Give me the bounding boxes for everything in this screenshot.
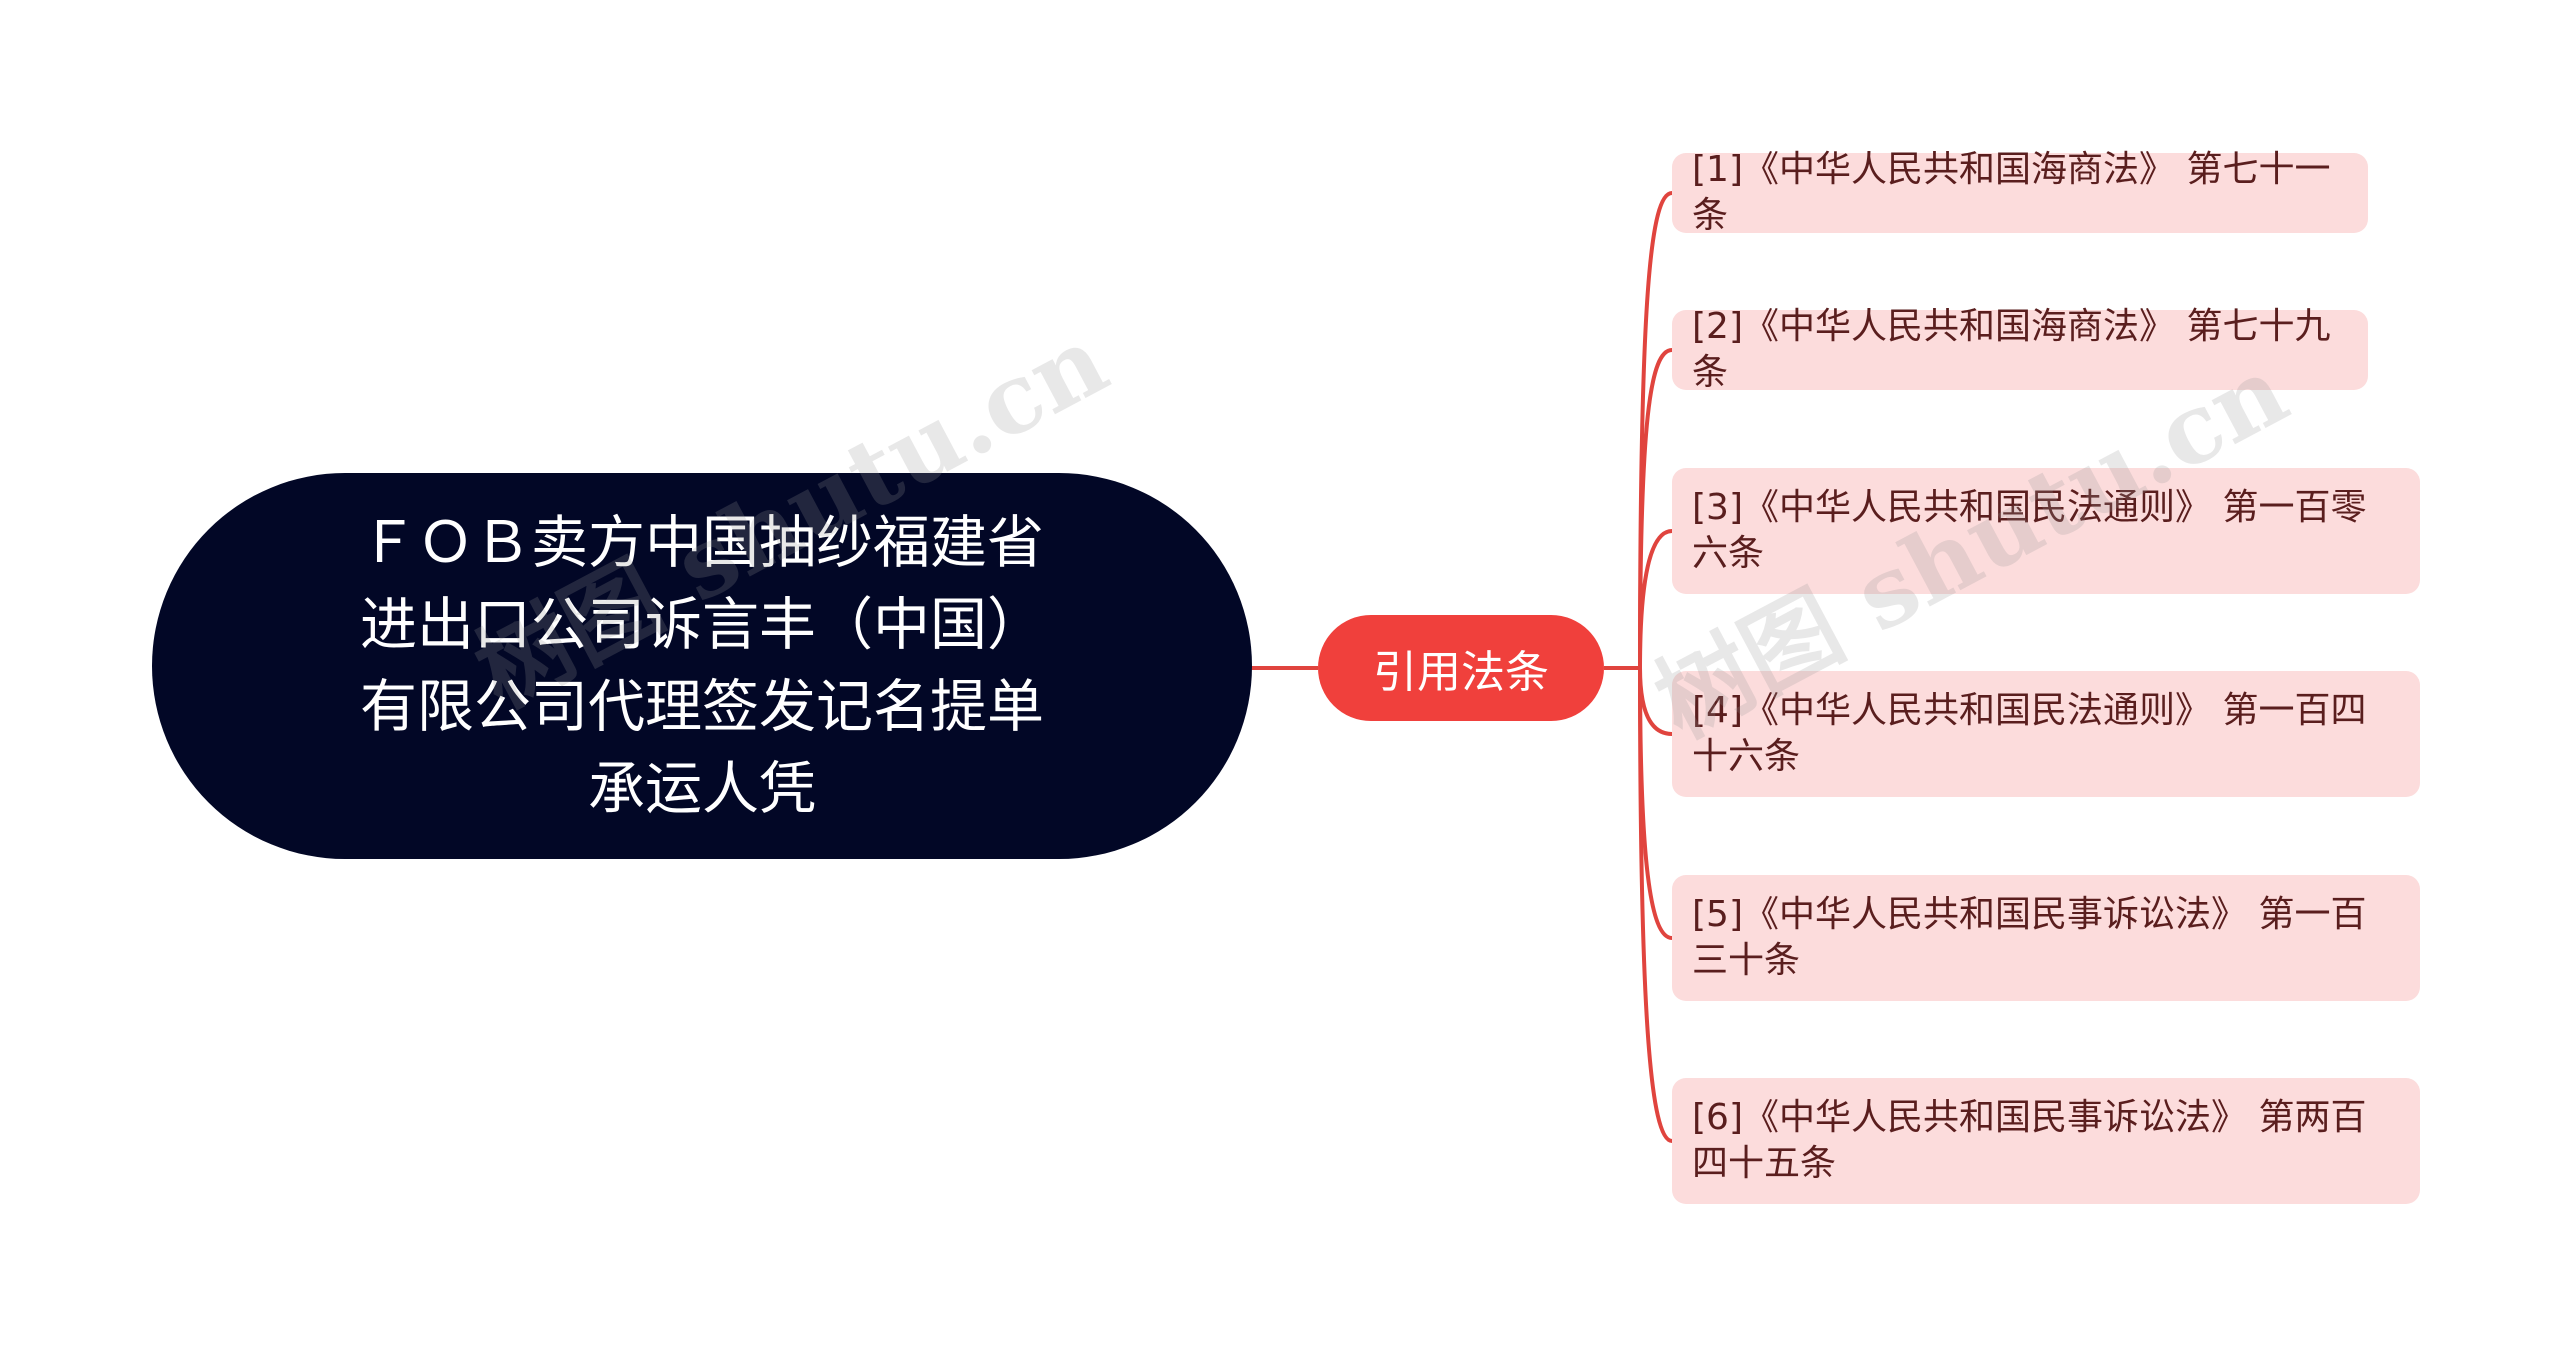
leaf-connector-4 (1638, 667, 1673, 736)
leaf-connector-3 (1638, 529, 1673, 669)
root-topic-node[interactable]: ＦＯＢ卖方中国抽纱福建省进出口公司诉言丰（中国）有限公司代理签发记名提单承运人凭 (152, 473, 1252, 859)
leaf-label: [4]《中华人民共和国民法通则》 第一百四十六条 (1692, 690, 2367, 777)
leaf-node-1[interactable]: [1]《中华人民共和国海商法》 第七十一条 (1672, 149, 2368, 236)
leaf-node-4[interactable]: [4]《中华人民共和国民法通则》 第一百四十六条 (1672, 671, 2420, 797)
leaf-label: [5]《中华人民共和国民事诉讼法》 第一百三十条 (1692, 894, 2367, 981)
branch-topic-node[interactable]: 引用法条 (1318, 615, 1604, 721)
leaf-connector-2 (1638, 348, 1673, 669)
leaf-label: [3]《中华人民共和国民法通则》 第一百零六条 (1692, 487, 2367, 574)
leaf-node-6[interactable]: [6]《中华人民共和国民事诉讼法》 第两百四十五条 (1672, 1078, 2420, 1204)
root-topic-label: ＦＯＢ卖方中国抽纱福建省进出口公司诉言丰（中国）有限公司代理签发记名提单承运人凭 (360, 510, 1044, 822)
leaf-label: [6]《中华人民共和国民事诉讼法》 第两百四十五条 (1692, 1097, 2367, 1184)
leaf-node-5[interactable]: [5]《中华人民共和国民事诉讼法》 第一百三十条 (1672, 875, 2420, 1001)
leaf-node-2[interactable]: [2]《中华人民共和国海商法》 第七十九条 (1672, 306, 2368, 393)
leaf-label: [2]《中华人民共和国海商法》 第七十九条 (1692, 306, 2331, 393)
leaf-node-3[interactable]: [3]《中华人民共和国民法通则》 第一百零六条 (1672, 468, 2420, 594)
leaf-connector-6 (1638, 667, 1673, 1143)
leaf-label: [1]《中华人民共和国海商法》 第七十一条 (1692, 149, 2331, 236)
branch-topic-label: 引用法条 (1373, 647, 1549, 698)
